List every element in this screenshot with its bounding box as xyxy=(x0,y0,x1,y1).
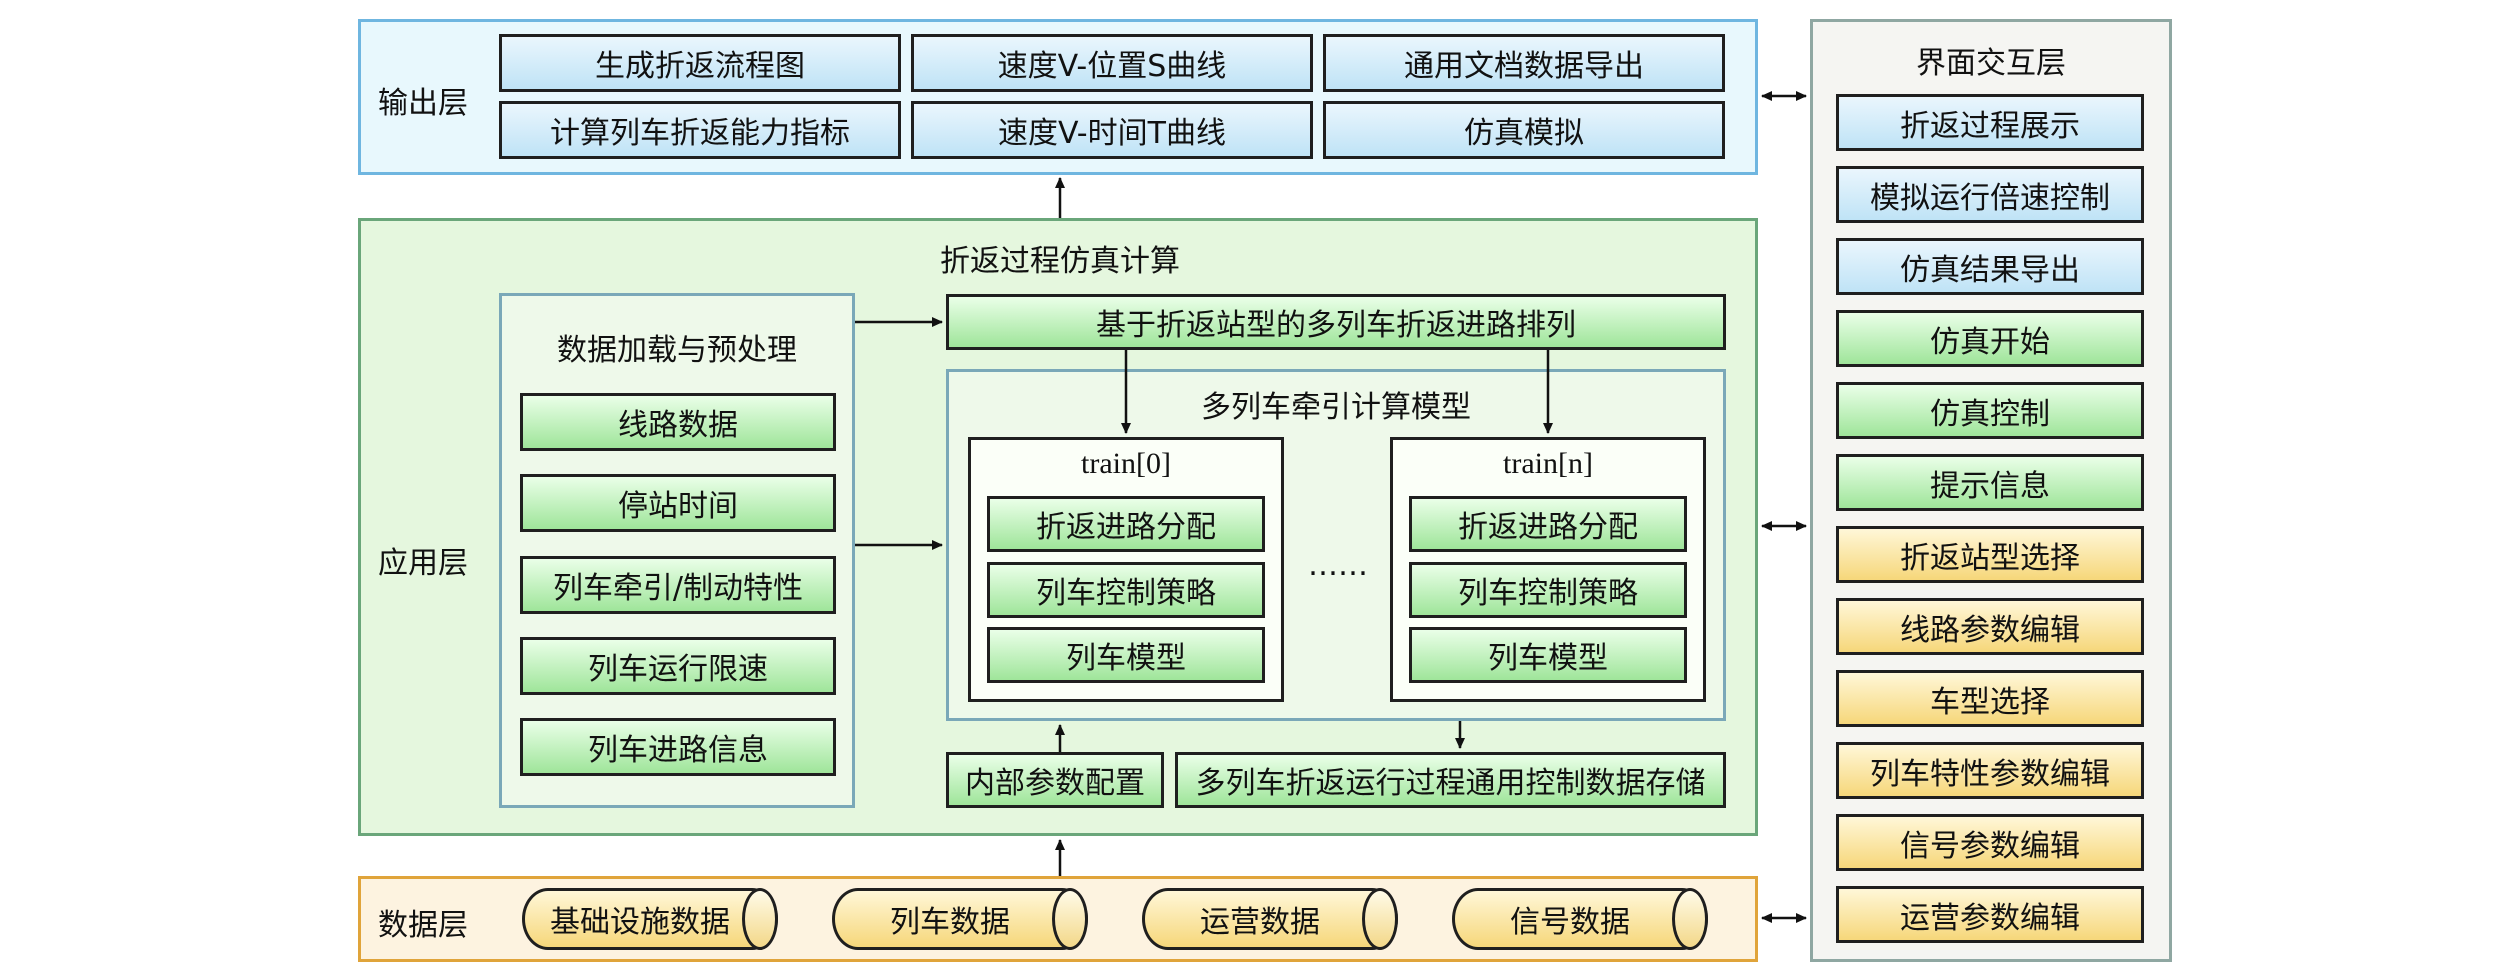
train-n-title: train[n] xyxy=(1503,447,1593,480)
data-cylinder-operation-label: 运营数据 xyxy=(1200,905,1320,940)
ui-item-train-param-edit[interactable]: 列车特性参数编辑 xyxy=(1836,742,2144,799)
output-item-simulation[interactable]: 仿真模拟 xyxy=(1323,101,1725,159)
ui-item-prompt-info[interactable]: 提示信息 xyxy=(1836,454,2144,511)
train-0-control-strategy[interactable]: 列车控制策略 xyxy=(987,562,1265,618)
train-n-route-assign[interactable]: 折返进路分配 xyxy=(1409,496,1687,552)
output-item-flowchart[interactable]: 生成折返流程图 xyxy=(499,34,901,92)
ui-item-line-param-edit[interactable]: 线路参数编辑 xyxy=(1836,598,2144,655)
preprocess-item-route-info[interactable]: 列车进路信息 xyxy=(520,718,836,776)
preprocess-item-line-data[interactable]: 线路数据 xyxy=(520,393,836,451)
data-cylinder-infrastructure[interactable]: 基础设施数据 xyxy=(522,888,778,950)
train-ellipsis: …… xyxy=(1308,548,1368,583)
ui-item-result-export[interactable]: 仿真结果导出 xyxy=(1836,238,2144,295)
cylinder-cap-icon xyxy=(1672,888,1708,950)
ui-item-sim-control[interactable]: 仿真控制 xyxy=(1836,382,2144,439)
traction-model-title: 多列车牵引计算模型 xyxy=(1201,390,1471,425)
internal-config-box[interactable]: 内部参数配置 xyxy=(946,752,1164,808)
data-cylinder-train-label: 列车数据 xyxy=(890,905,1010,940)
cylinder-cap-icon xyxy=(1362,888,1398,950)
interface-layer-title: 界面交互层 xyxy=(1916,46,2066,81)
application-layer-label: 应用层 xyxy=(378,546,468,581)
train-n-control-strategy[interactable]: 列车控制策略 xyxy=(1409,562,1687,618)
data-cylinder-signal-label: 信号数据 xyxy=(1510,905,1630,940)
output-item-vt-curve[interactable]: 速度V-时间T曲线 xyxy=(911,101,1313,159)
cylinder-cap-icon xyxy=(1052,888,1088,950)
train-0-train-model[interactable]: 列车模型 xyxy=(987,627,1265,683)
ui-item-sim-start[interactable]: 仿真开始 xyxy=(1836,310,2144,367)
preprocess-item-speed-limit[interactable]: 列车运行限速 xyxy=(520,637,836,695)
train-0-title: train[0] xyxy=(1081,447,1171,480)
data-cylinder-signal[interactable]: 信号数据 xyxy=(1452,888,1708,950)
output-layer-label: 输出层 xyxy=(378,86,468,121)
cylinder-cap-icon xyxy=(742,888,778,950)
ui-item-station-type-select[interactable]: 折返站型选择 xyxy=(1836,526,2144,583)
data-cylinder-infrastructure-label: 基础设施数据 xyxy=(550,905,730,940)
preprocess-title: 数据加载与预处理 xyxy=(557,333,797,368)
control-data-storage-box[interactable]: 多列车折返运行过程通用控制数据存储 xyxy=(1175,752,1726,808)
train-n-train-model[interactable]: 列车模型 xyxy=(1409,627,1687,683)
data-layer-label: 数据层 xyxy=(378,908,468,943)
data-cylinder-train[interactable]: 列车数据 xyxy=(832,888,1088,950)
output-item-export[interactable]: 通用文档数据导出 xyxy=(1323,34,1725,92)
data-cylinder-operation[interactable]: 运营数据 xyxy=(1142,888,1398,950)
route-arrangement-box[interactable]: 基于折返站型的多列车折返进路排列 xyxy=(946,294,1726,350)
preprocess-item-traction-brake[interactable]: 列车牵引/制动特性 xyxy=(520,556,836,614)
preprocess-item-dwell-time[interactable]: 停站时间 xyxy=(520,474,836,532)
train-0-route-assign[interactable]: 折返进路分配 xyxy=(987,496,1265,552)
ui-item-process-display[interactable]: 折返过程展示 xyxy=(1836,94,2144,151)
ui-item-speed-multiplier[interactable]: 模拟运行倍速控制 xyxy=(1836,166,2144,223)
ui-item-vehicle-type-select[interactable]: 车型选择 xyxy=(1836,670,2144,727)
output-item-vs-curve[interactable]: 速度V-位置S曲线 xyxy=(911,34,1313,92)
ui-item-signal-param-edit[interactable]: 信号参数编辑 xyxy=(1836,814,2144,871)
application-layer-title: 折返过程仿真计算 xyxy=(940,244,1180,279)
output-item-capacity-index[interactable]: 计算列车折返能力指标 xyxy=(499,101,901,159)
ui-item-operation-param-edit[interactable]: 运营参数编辑 xyxy=(1836,886,2144,943)
